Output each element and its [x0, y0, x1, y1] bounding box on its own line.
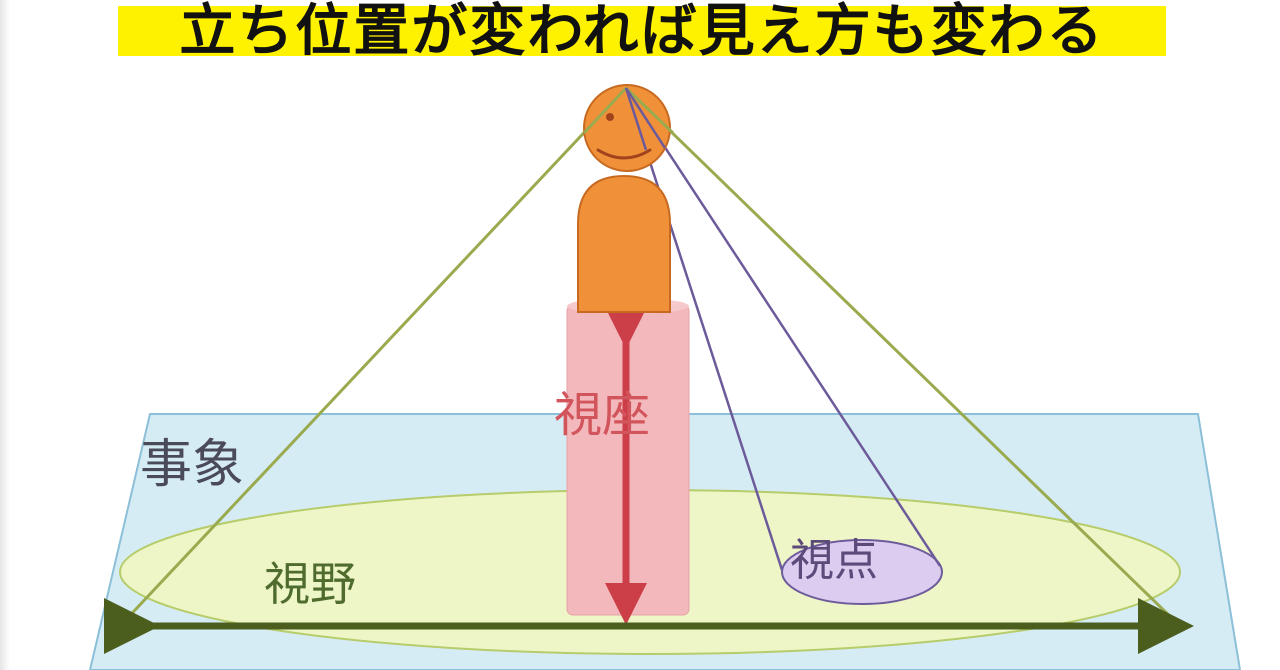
page-title: 立ち位置が変われば見え方も変わる [179, 0, 1105, 64]
cone-line-left [118, 86, 628, 628]
cone-line-left-over-head [582, 86, 628, 135]
sight-line-right-over-head [624, 87, 667, 149]
standpoint-label: 視座 [554, 387, 651, 443]
sight-line-right [624, 87, 942, 567]
person-body [577, 174, 671, 313]
sight-line-left-over-head [624, 87, 648, 151]
title-highlight [118, 6, 1166, 56]
person-eye [606, 113, 614, 121]
cone-line-right [624, 86, 1182, 628]
sight-line-left [624, 87, 784, 571]
cone-line-right-over-head [624, 86, 675, 135]
person-smile [596, 148, 652, 160]
field-of-view-label: 視野 [264, 557, 356, 611]
viewpoint-label: 視点 [790, 535, 878, 586]
page-edge-shadow [0, 0, 10, 670]
event-label: 事象 [140, 435, 245, 495]
